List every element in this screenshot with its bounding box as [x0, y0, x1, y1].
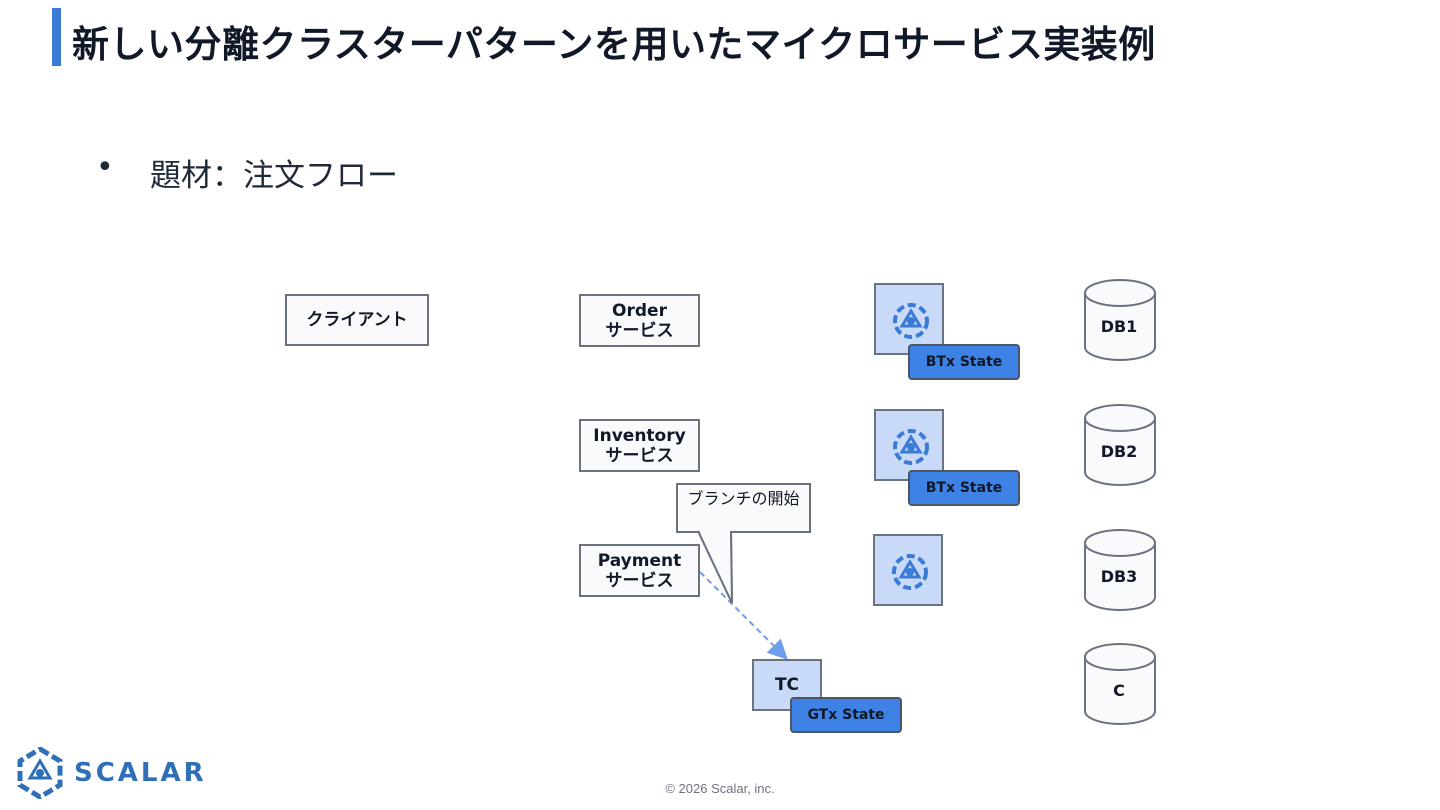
bullet-marker: • [96, 150, 114, 185]
inventory-service-name: Inventory [593, 425, 686, 446]
db2-cylinder: DB2 [1084, 404, 1156, 486]
client-box: クライアント [285, 294, 429, 346]
cluster-icon [893, 303, 929, 339]
payment-service-name: Payment [597, 550, 682, 571]
coordinator-db-label: C [1113, 681, 1125, 700]
gtx-state: GTx State [790, 697, 902, 733]
title-accent-bar [52, 8, 61, 66]
inventory-cluster [874, 409, 944, 481]
database-icon [1084, 643, 1156, 725]
db1-label: DB1 [1100, 317, 1138, 336]
coordinator-db-cylinder: C [1084, 643, 1156, 725]
db3-cylinder: DB3 [1084, 529, 1156, 611]
order-btx-state: BTx State [908, 344, 1020, 380]
db1-cylinder: DB1 [1084, 279, 1156, 361]
db3-label: DB3 [1100, 567, 1138, 586]
scalar-logo-text: SCALAR [74, 758, 207, 788]
cluster-icon [892, 554, 928, 590]
db2-label: DB2 [1100, 442, 1138, 461]
database-icon [1084, 404, 1156, 486]
inventory-btx-state: BTx State [908, 470, 1020, 506]
cluster-icon [893, 429, 929, 465]
scalar-logo-icon [17, 747, 63, 799]
page-title: 新しい分離クラスターパターンを用いたマイクロサービス実装例 [72, 23, 1156, 66]
database-icon [1084, 279, 1156, 361]
branch-start-callout: ブランチの開始 [676, 483, 811, 533]
inventory-service-suffix: サービス [605, 445, 674, 466]
order-cluster [874, 283, 944, 355]
client-label: クライアント [306, 310, 408, 330]
bullet-text: 題材：注文フロー [150, 158, 398, 194]
transaction-coordinator-box: TC [752, 659, 822, 711]
payment-service-suffix: サービス [605, 570, 674, 591]
order-service-suffix: サービス [605, 320, 674, 341]
copyright-footer: © 2026 Scalar, inc. [665, 781, 775, 796]
payment-cluster [873, 534, 943, 606]
database-icon [1084, 529, 1156, 611]
order-service-name: Order [612, 300, 667, 321]
